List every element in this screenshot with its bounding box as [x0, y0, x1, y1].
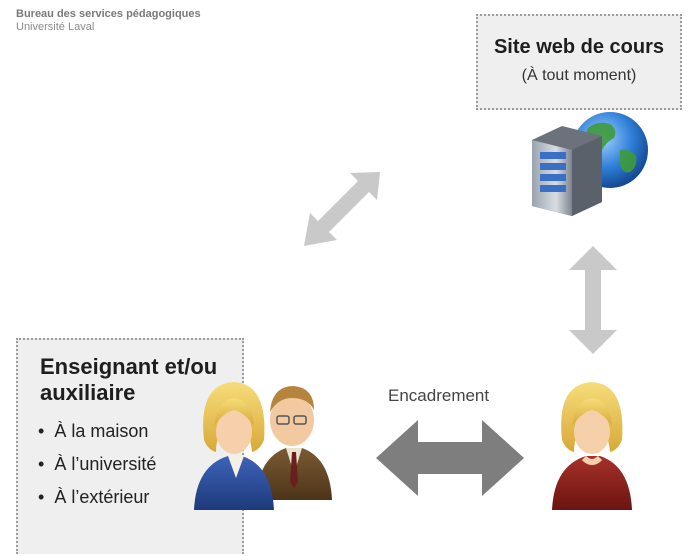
organization-name: Bureau des services pédagogiques	[16, 8, 201, 20]
teacher-box: Enseignant et/ou auxiliaire •À la maison…	[16, 338, 244, 554]
server-globe-icon	[532, 112, 648, 216]
student-icon	[552, 382, 632, 510]
website-title: Site web de cours	[493, 36, 665, 58]
location-list: •À la maison •À l’université •À l’extéri…	[38, 421, 242, 508]
location-label: À l’université	[54, 453, 157, 474]
organization-header: Bureau des services pédagogiques Univers…	[16, 8, 201, 33]
location-label: À la maison	[54, 420, 149, 441]
teacher-title: Enseignant et/ou auxiliaire	[40, 354, 218, 406]
vertical-double-arrow	[569, 246, 617, 354]
website-box: Site web de cours (À tout moment)	[476, 14, 682, 110]
horizontal-double-arrow	[376, 420, 524, 496]
location-item: •À la maison	[38, 420, 149, 441]
diagonal-double-arrow	[304, 172, 380, 246]
website-subtitle: (À tout moment)	[521, 67, 637, 84]
university-name: Université Laval	[16, 20, 95, 33]
location-label: À l’extérieur	[54, 486, 150, 507]
teacher-pair-icon	[194, 382, 332, 510]
location-item: •À l’extérieur	[38, 486, 150, 507]
encadrement-label: Encadrement	[388, 386, 490, 405]
location-item: •À l’université	[38, 453, 157, 474]
